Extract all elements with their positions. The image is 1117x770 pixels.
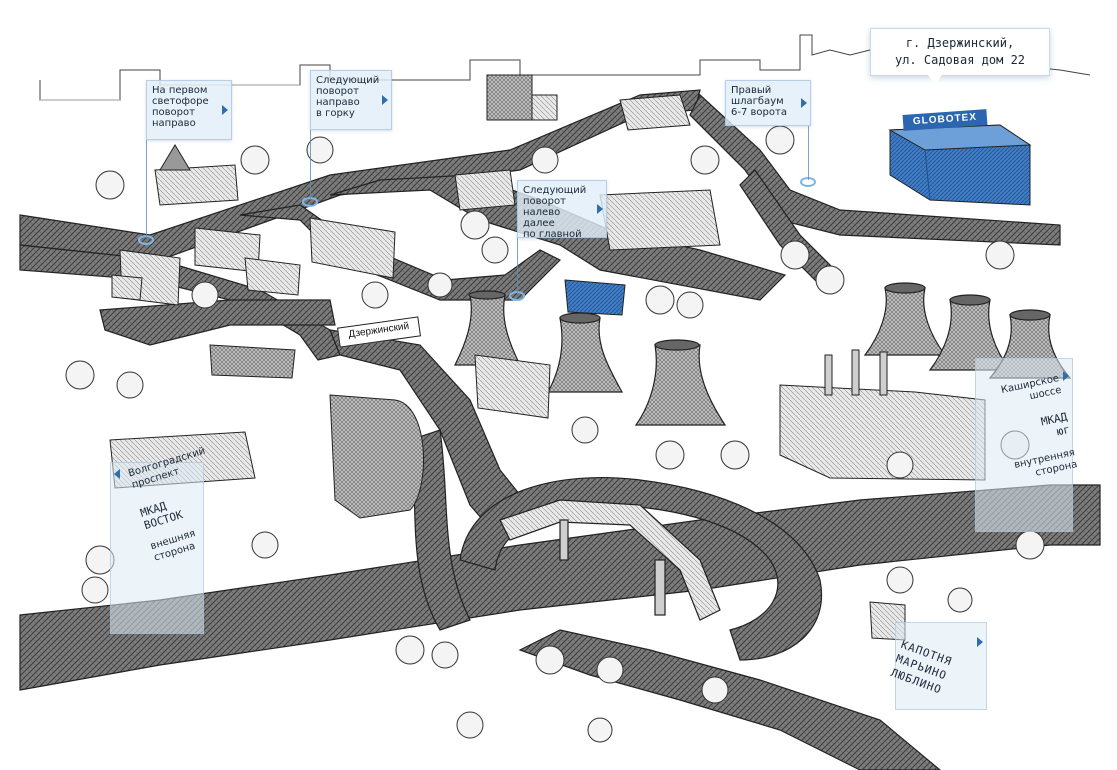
pin-line-first-light bbox=[146, 140, 147, 238]
callout-text: Следующий bbox=[316, 75, 380, 86]
address-label: г. Дзержинский, ул. Садовая дом 22 bbox=[870, 28, 1050, 76]
address-line-2: ул. Садовая дом 22 bbox=[894, 53, 1026, 67]
callout-text: поворот bbox=[152, 107, 195, 118]
callout-first-light: На первом светофоре поворот направо bbox=[146, 80, 232, 140]
callout-text: Правый bbox=[731, 85, 772, 96]
road-globotex bbox=[689, 94, 1061, 246]
callout-text: направо bbox=[152, 118, 196, 129]
cooling-towers bbox=[454, 282, 1072, 426]
address-pointer bbox=[928, 75, 942, 85]
route-panel-volgogradsky: Волгоградский проспект МКАД ВОСТОК внешн… bbox=[110, 446, 207, 634]
callout-text: Следующий bbox=[523, 185, 587, 196]
arrow-left-icon bbox=[114, 469, 120, 479]
route-road-name: Каширское шоссе bbox=[998, 373, 1063, 409]
arrow-right-icon bbox=[597, 204, 603, 214]
route-districts: КАПОТНЯ МАРЬИНО ЛЮБЛИНО bbox=[889, 637, 955, 698]
pin-line-uphill-turn bbox=[310, 130, 311, 200]
route-side: внутренняя сторона bbox=[1013, 447, 1078, 483]
callout-text: шлагбаум bbox=[731, 96, 784, 107]
arrow-right-icon bbox=[977, 637, 983, 647]
route-ring-name: МКАД юг bbox=[1005, 410, 1071, 448]
callout-uphill-turn: Следующий поворот направо в горку bbox=[310, 70, 392, 130]
pin-line-barrier bbox=[808, 126, 809, 180]
buildings bbox=[109, 74, 1032, 641]
arrow-right-icon bbox=[222, 105, 228, 115]
callout-text: поворот bbox=[316, 86, 359, 97]
pin-line-left-turn bbox=[517, 237, 518, 294]
callout-text: поворот bbox=[523, 196, 566, 207]
callout-left-turn: Следующий поворот налево далее по главно… bbox=[517, 180, 607, 240]
road-lower-branch bbox=[518, 629, 941, 770]
arrow-right-icon bbox=[1063, 371, 1069, 381]
arrow-right-icon bbox=[382, 95, 388, 105]
callout-text: светофоре bbox=[152, 96, 209, 107]
route-panel-kashirskoe: Каширское шоссе МКАД юг внутренняя сторо… bbox=[975, 358, 1079, 532]
callout-text: 6-7 ворота bbox=[731, 107, 787, 118]
callout-text: налево bbox=[523, 207, 561, 218]
callout-text: направо bbox=[316, 97, 360, 108]
callout-text: в горку bbox=[316, 108, 355, 119]
road-left-lower bbox=[99, 299, 336, 346]
trees bbox=[65, 125, 1045, 743]
callout-text: далее bbox=[523, 218, 555, 229]
road-left-entry bbox=[19, 244, 341, 361]
arrow-right-icon bbox=[801, 98, 807, 108]
callout-text: На первом bbox=[152, 85, 208, 96]
callout-text: по главной bbox=[523, 229, 582, 240]
address-line-1: г. Дзержинский, bbox=[905, 36, 1015, 50]
overpass-bridge bbox=[499, 499, 721, 621]
road-mkad bbox=[19, 484, 1101, 691]
callout-barrier: Правый шлагбаум 6-7 ворота bbox=[725, 80, 811, 126]
route-panel-kapotnya: КАПОТНЯ МАРЬИНО ЛЮБЛИНО bbox=[889, 622, 987, 710]
